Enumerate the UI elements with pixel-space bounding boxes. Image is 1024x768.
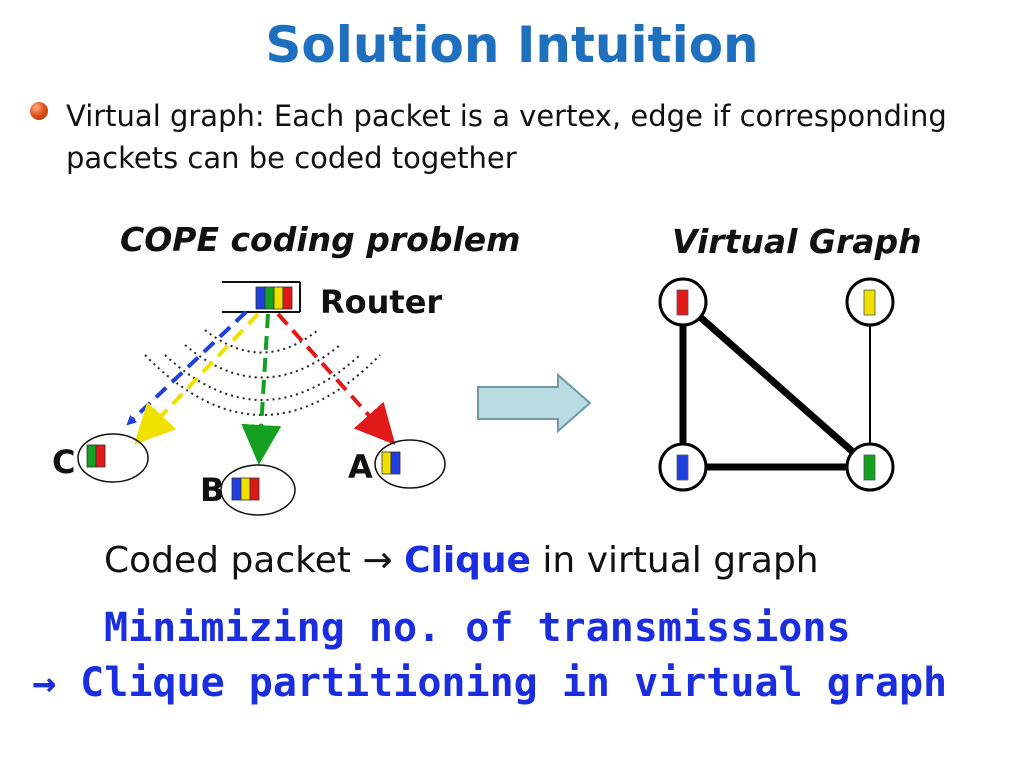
broadcast-arcs (144, 329, 381, 416)
bullet-text: Virtual graph: Each packet is a vertex, … (66, 99, 947, 175)
node-a-packet-yellow (381, 451, 392, 475)
coded-prefix: Coded packet (104, 540, 363, 581)
right-block-arrow-icon (477, 372, 592, 434)
node-c-label: C (52, 443, 76, 481)
router-packet-green (264, 286, 275, 310)
partition-text: Clique partitioning in virtual graph (56, 660, 948, 706)
coded-packet-statement: Coded packet → Clique in virtual graph (104, 540, 819, 581)
minimize-statement: Minimizing no. of transmissions (104, 605, 851, 651)
router-packet-blue (255, 286, 266, 310)
clique-highlight: Clique (404, 540, 531, 581)
vertex-yellow (845, 277, 895, 327)
vertex-blue (658, 442, 708, 492)
green-transmission-arrow (241, 313, 282, 465)
node-c-packet-red (95, 444, 106, 468)
coded-suffix: in virtual graph (530, 540, 819, 581)
vertex-green (845, 442, 895, 492)
router-queue (222, 281, 301, 313)
blue-transmission-arrow (126, 310, 248, 426)
cope-heading: COPE coding problem (120, 220, 521, 259)
virtual-graph-heading: Virtual Graph (672, 222, 922, 261)
node-b (220, 464, 296, 516)
yellow-transmission-arrow (134, 312, 260, 445)
node-a-packet-blue (390, 451, 401, 475)
right-arrow-icon: → (32, 660, 57, 706)
partition-statement: → Clique partitioning in virtual graph (32, 660, 947, 706)
node-a-label: A (348, 448, 373, 486)
node-c (77, 433, 149, 483)
node-b-packet-yellow (240, 477, 251, 501)
node-b-packet-red (249, 477, 260, 501)
slide-title: Solution Intuition (265, 16, 759, 74)
node-b-packet-blue (231, 477, 242, 501)
router-label: Router (320, 283, 443, 321)
vertex-red (658, 277, 708, 327)
node-a (374, 439, 446, 489)
red-transmission-arrow (276, 312, 396, 445)
node-c-packet-green (86, 444, 97, 468)
virtual-graph-edges (679, 299, 873, 471)
router-packet-red (282, 286, 293, 310)
edge-red-green (680, 299, 873, 470)
right-arrow-icon: → (362, 540, 393, 581)
orange-ball-bullet-icon (30, 102, 48, 120)
router-packet-yellow (273, 286, 284, 310)
